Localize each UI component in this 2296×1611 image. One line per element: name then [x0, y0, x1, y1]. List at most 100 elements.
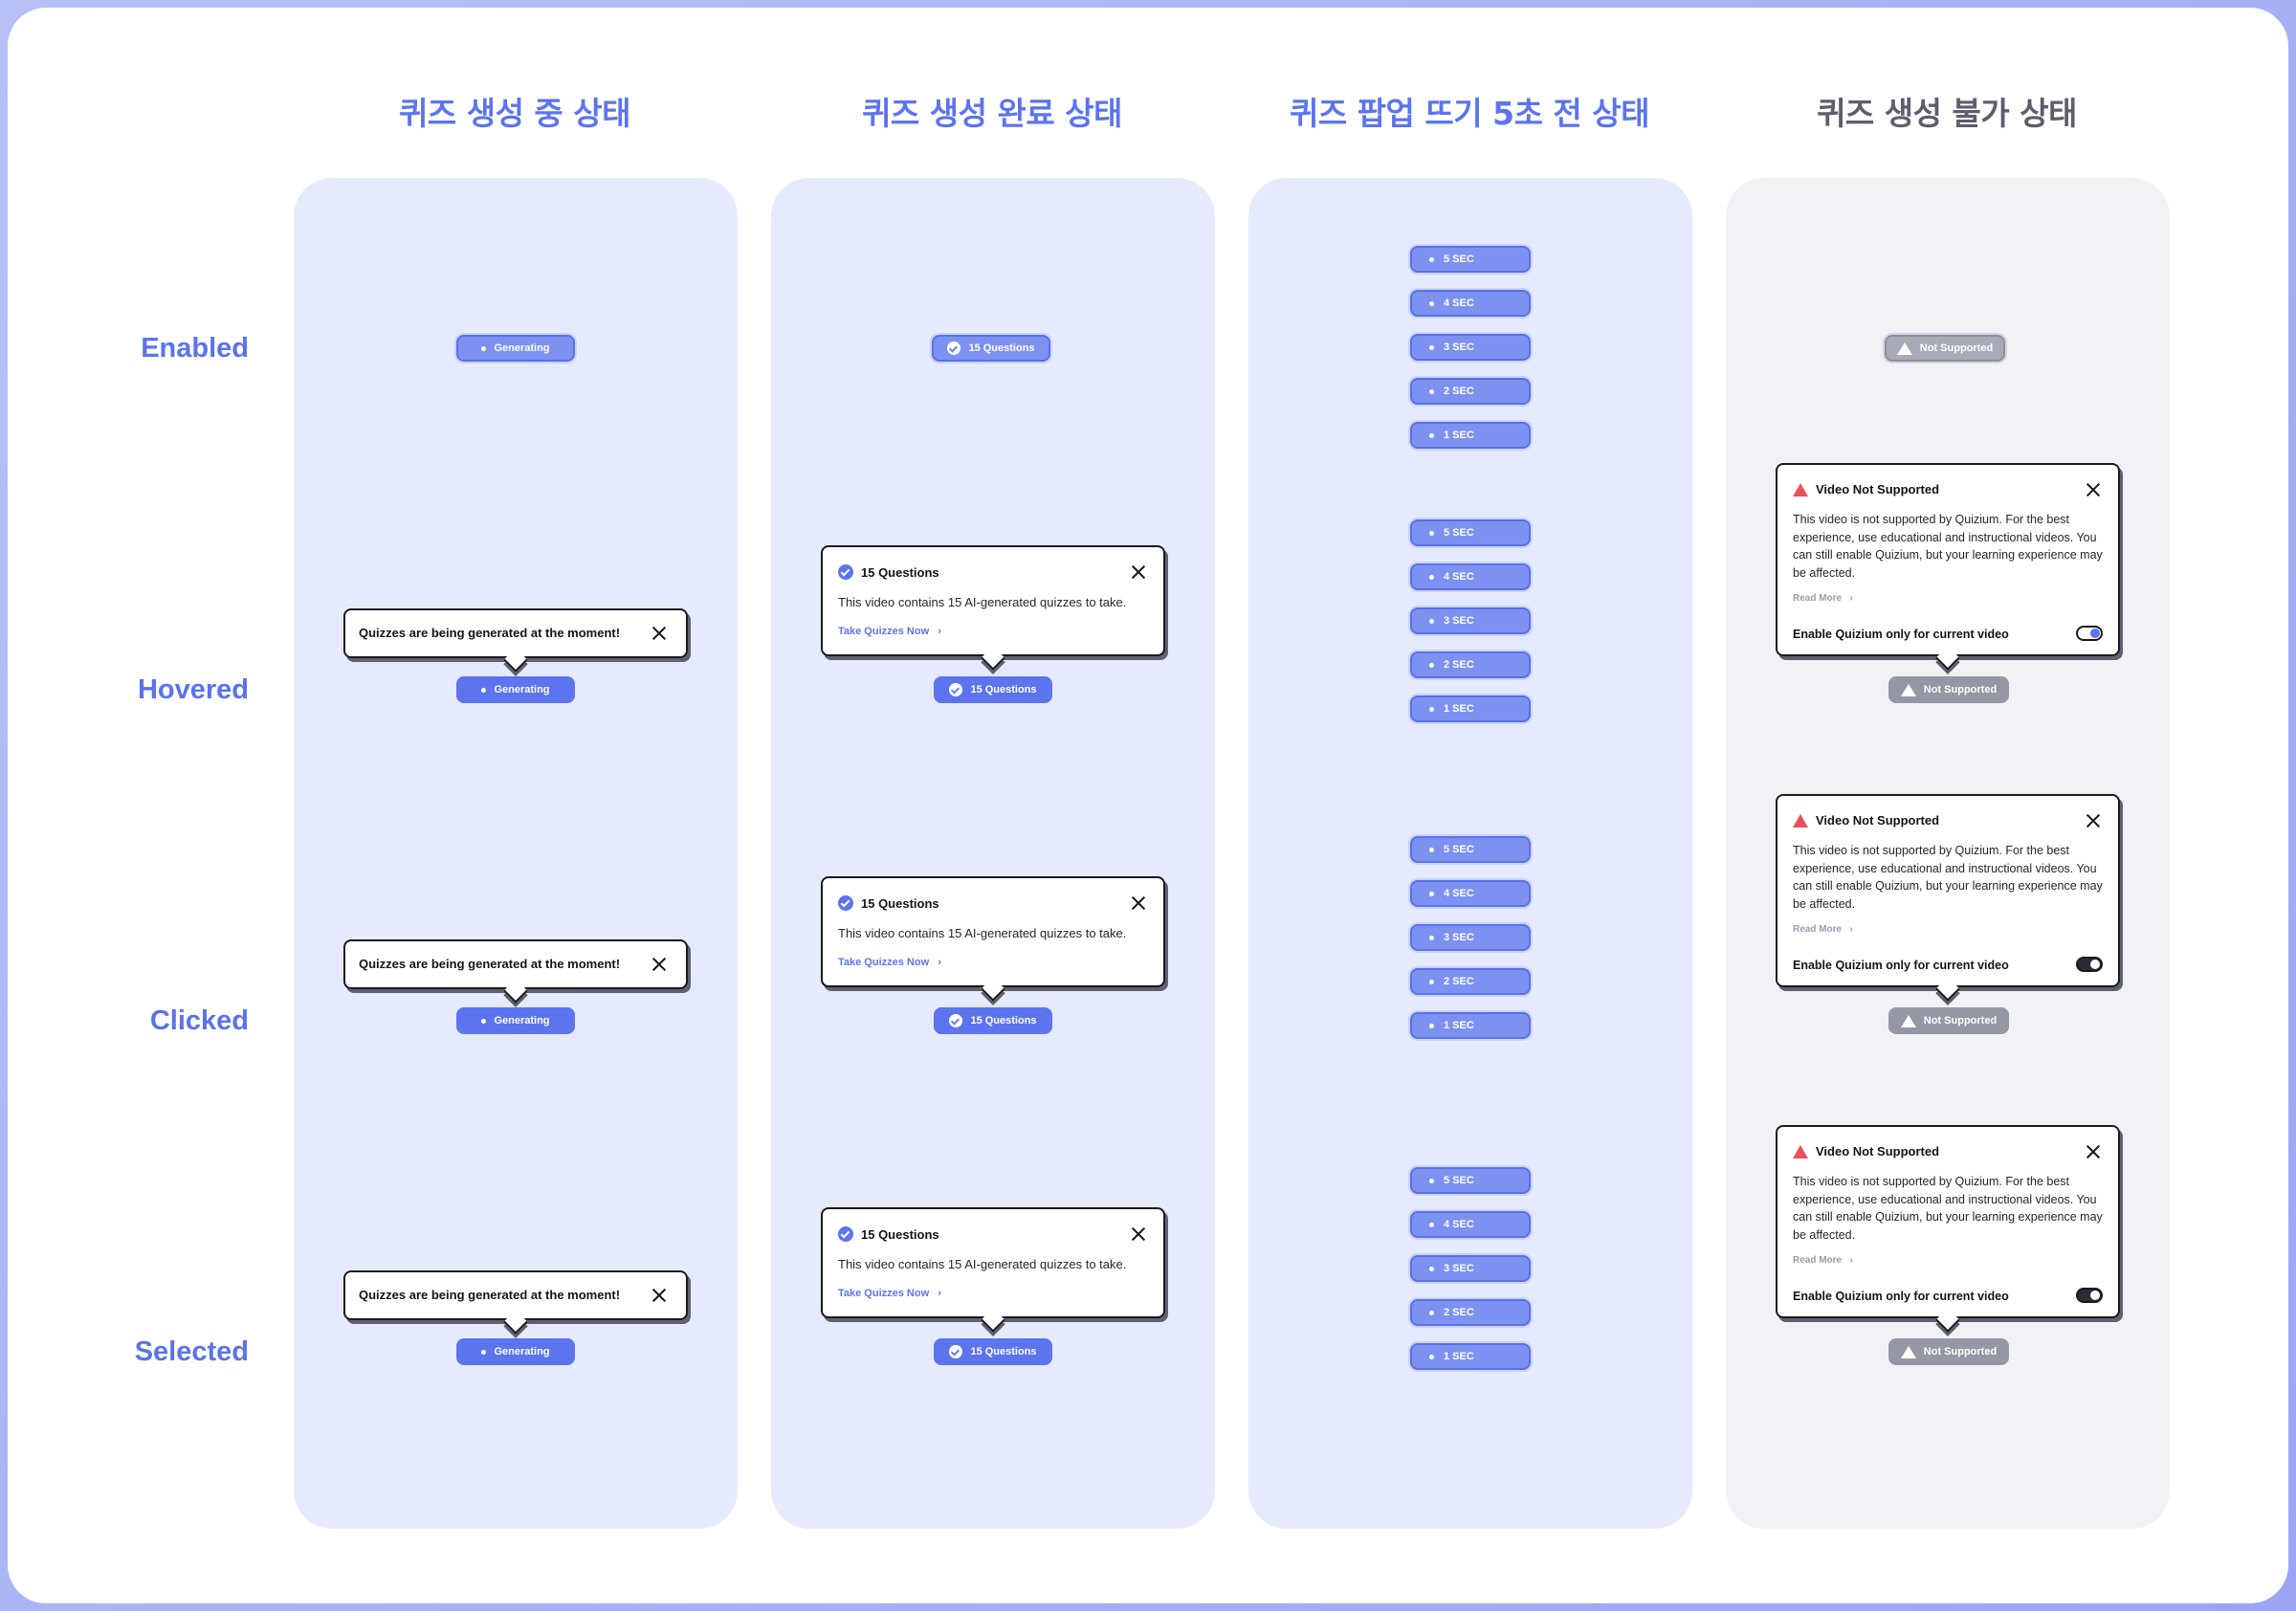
questions-button[interactable]: 15 Questions — [932, 335, 1050, 362]
warning-triangle-icon — [1900, 1345, 1916, 1358]
take-quizzes-link[interactable]: Take Quizzes Now › — [838, 957, 941, 968]
close-icon[interactable] — [2086, 813, 2101, 828]
close-icon[interactable] — [2086, 482, 2101, 497]
countdown-4-button[interactable]: 4 SEC — [1410, 880, 1531, 907]
close-icon[interactable] — [2086, 1144, 2101, 1159]
tooltip-message: Quizzes are being generated at the momen… — [359, 1288, 621, 1302]
tooltip-header: 15 Questions — [838, 1226, 939, 1242]
warning-triangle-icon — [1900, 683, 1916, 696]
countdown-2-button[interactable]: 2 SEC — [1410, 1299, 1531, 1326]
countdown-1-button[interactable]: 1 SEC — [1410, 695, 1531, 722]
tooltip-header: Video Not Supported — [1793, 813, 1939, 828]
countdown-3-button[interactable]: 3 SEC — [1410, 334, 1531, 361]
chevron-right-icon: › — [1849, 593, 1853, 604]
tooltip-title: 15 Questions — [861, 895, 939, 911]
close-icon[interactable] — [1131, 564, 1146, 580]
check-circle-icon — [838, 1226, 853, 1242]
read-more-link[interactable]: Read More › — [1793, 924, 1853, 935]
toggle-icon[interactable] — [2076, 957, 2103, 972]
take-quizzes-link[interactable]: Take Quizzes Now › — [838, 1288, 941, 1299]
take-quizzes-link[interactable]: Take Quizzes Now › — [838, 626, 941, 637]
row-label-hovered: Hovered — [137, 674, 249, 705]
dot-icon — [1429, 530, 1434, 536]
questions-button-selected[interactable]: 15 Questions — [934, 1338, 1052, 1365]
generating-button-clicked[interactable]: Generating — [456, 1007, 575, 1034]
check-circle-icon — [949, 1345, 963, 1358]
generating-button-selected[interactable]: Generating — [456, 1338, 575, 1365]
toggle-knob — [2090, 960, 2100, 969]
read-more-link[interactable]: Read More › — [1793, 1255, 1853, 1266]
dot-icon — [1429, 1266, 1434, 1271]
check-circle-icon — [838, 564, 853, 580]
tooltip-body: This video contains 15 AI-generated quiz… — [838, 1257, 1127, 1271]
countdown-5-button[interactable]: 5 SEC — [1410, 246, 1531, 273]
generating-label: Generating — [494, 342, 550, 354]
questions-button-clicked[interactable]: 15 Questions — [934, 1007, 1052, 1034]
tooltip-body: This video is not supported by Quizium. … — [1793, 513, 2103, 580]
column-title-countdown: 퀴즈 팝업 뜨기 5초 전 상태 — [1289, 95, 1650, 132]
warning-triangle-icon — [1896, 342, 1912, 355]
link-label: Read More — [1793, 593, 1843, 604]
countdown-2-button[interactable]: 2 SEC — [1410, 968, 1531, 995]
column-title-complete: 퀴즈 생성 완료 상태 — [862, 95, 1122, 132]
not-supported-label: Not Supported — [1923, 684, 1998, 695]
tooltip-body: This video is not supported by Quizium. … — [1793, 1175, 2103, 1242]
countdown-label: 1 SEC — [1444, 703, 1474, 715]
dot-icon — [1429, 847, 1434, 852]
not-supported-tooltip: Video Not Supported This video is not su… — [1776, 1125, 2120, 1318]
countdown-1-button[interactable]: 1 SEC — [1410, 1012, 1531, 1039]
not-supported-tooltip: Video Not Supported This video is not su… — [1776, 463, 2120, 656]
column-generating: Generating Quizzes are being generated a… — [294, 178, 738, 1529]
column-unsupported: Not Supported Video Not Supported This v… — [1726, 178, 2170, 1529]
link-label: Read More — [1793, 1255, 1843, 1266]
countdown-2-button[interactable]: 2 SEC — [1410, 378, 1531, 405]
countdown-5-button[interactable]: 5 SEC — [1410, 836, 1531, 863]
countdown-3-button[interactable]: 3 SEC — [1410, 1255, 1531, 1282]
canvas-frame: 퀴즈 생성 중 상태 퀴즈 생성 완료 상태 퀴즈 팝업 뜨기 5초 전 상태 … — [8, 8, 2288, 1603]
countdown-3-button[interactable]: 3 SEC — [1410, 924, 1531, 951]
not-supported-label: Not Supported — [1923, 1015, 1998, 1026]
close-icon[interactable] — [1131, 1226, 1146, 1242]
toggle-knob — [2090, 629, 2100, 638]
countdown-3-button[interactable]: 3 SEC — [1410, 607, 1531, 634]
dot-icon — [1429, 1354, 1434, 1359]
tooltip-body: This video is not supported by Quizium. … — [1793, 844, 2103, 911]
countdown-5-button[interactable]: 5 SEC — [1410, 1167, 1531, 1194]
not-supported-button-selected[interactable]: Not Supported — [1888, 1338, 2009, 1365]
dot-icon — [1429, 1222, 1434, 1227]
not-supported-button-hovered[interactable]: Not Supported — [1888, 676, 2009, 703]
dot-icon — [1429, 1310, 1434, 1315]
toggle-icon[interactable] — [2076, 626, 2103, 641]
countdown-label: 5 SEC — [1444, 254, 1474, 265]
dot-icon — [1429, 935, 1434, 940]
countdown-1-button[interactable]: 1 SEC — [1410, 1343, 1531, 1370]
dot-icon — [1429, 979, 1434, 984]
read-more-link[interactable]: Read More › — [1793, 593, 1853, 604]
questions-label: 15 Questions — [968, 342, 1035, 354]
close-icon[interactable] — [1131, 895, 1146, 911]
close-icon[interactable] — [651, 957, 667, 972]
generating-button[interactable]: Generating — [456, 335, 575, 362]
countdown-4-button[interactable]: 4 SEC — [1410, 563, 1531, 590]
warning-triangle-icon — [1793, 1144, 1808, 1159]
countdown-4-button[interactable]: 4 SEC — [1410, 1211, 1531, 1238]
generating-button-hovered[interactable]: Generating — [456, 676, 575, 703]
countdown-1-button[interactable]: 1 SEC — [1410, 422, 1531, 449]
check-circle-icon — [947, 342, 961, 355]
close-icon[interactable] — [651, 626, 667, 641]
countdown-5-button[interactable]: 5 SEC — [1410, 519, 1531, 546]
not-supported-label: Not Supported — [1919, 342, 1994, 354]
dot-icon — [481, 1018, 487, 1024]
questions-tooltip: 15 Questions This video contains 15 AI-g… — [821, 876, 1165, 987]
countdown-label: 3 SEC — [1444, 342, 1474, 353]
tooltip-message: Quizzes are being generated at the momen… — [359, 957, 621, 971]
tooltip-header: Video Not Supported — [1793, 1144, 1939, 1159]
toggle-icon[interactable] — [2076, 1288, 2103, 1303]
not-supported-button-clicked[interactable]: Not Supported — [1888, 1007, 2009, 1034]
countdown-label: 2 SEC — [1444, 659, 1474, 671]
countdown-2-button[interactable]: 2 SEC — [1410, 651, 1531, 678]
not-supported-button[interactable]: Not Supported — [1885, 335, 2005, 362]
close-icon[interactable] — [651, 1288, 667, 1303]
countdown-4-button[interactable]: 4 SEC — [1410, 290, 1531, 317]
questions-button-hovered[interactable]: 15 Questions — [934, 676, 1052, 703]
